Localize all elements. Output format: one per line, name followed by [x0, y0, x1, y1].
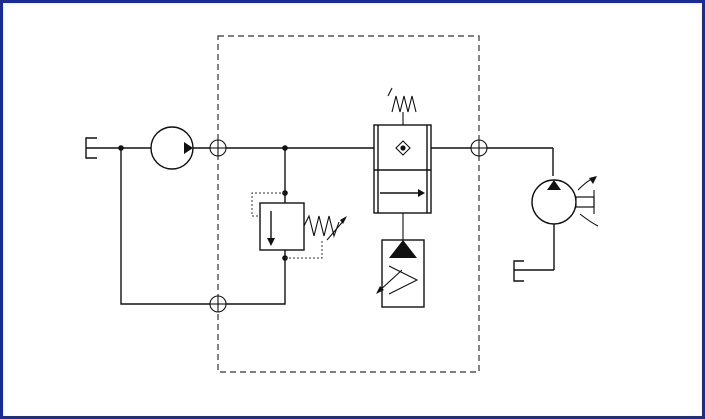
relief-valve-icon	[251, 145, 347, 262]
hydraulic-motor-icon	[531, 176, 599, 270]
solenoid-icon	[376, 239, 425, 308]
port-a-icon	[209, 139, 227, 157]
tank-right-icon	[513, 260, 554, 282]
directional-valve-icon	[373, 124, 432, 240]
manifold-boundary	[217, 35, 480, 373]
valve-spring-icon	[387, 87, 417, 125]
pump-icon	[150, 126, 194, 170]
port-b-icon	[470, 139, 488, 157]
port-t-icon	[209, 295, 227, 313]
tank-left-icon	[85, 137, 97, 159]
return-line	[118, 145, 286, 305]
